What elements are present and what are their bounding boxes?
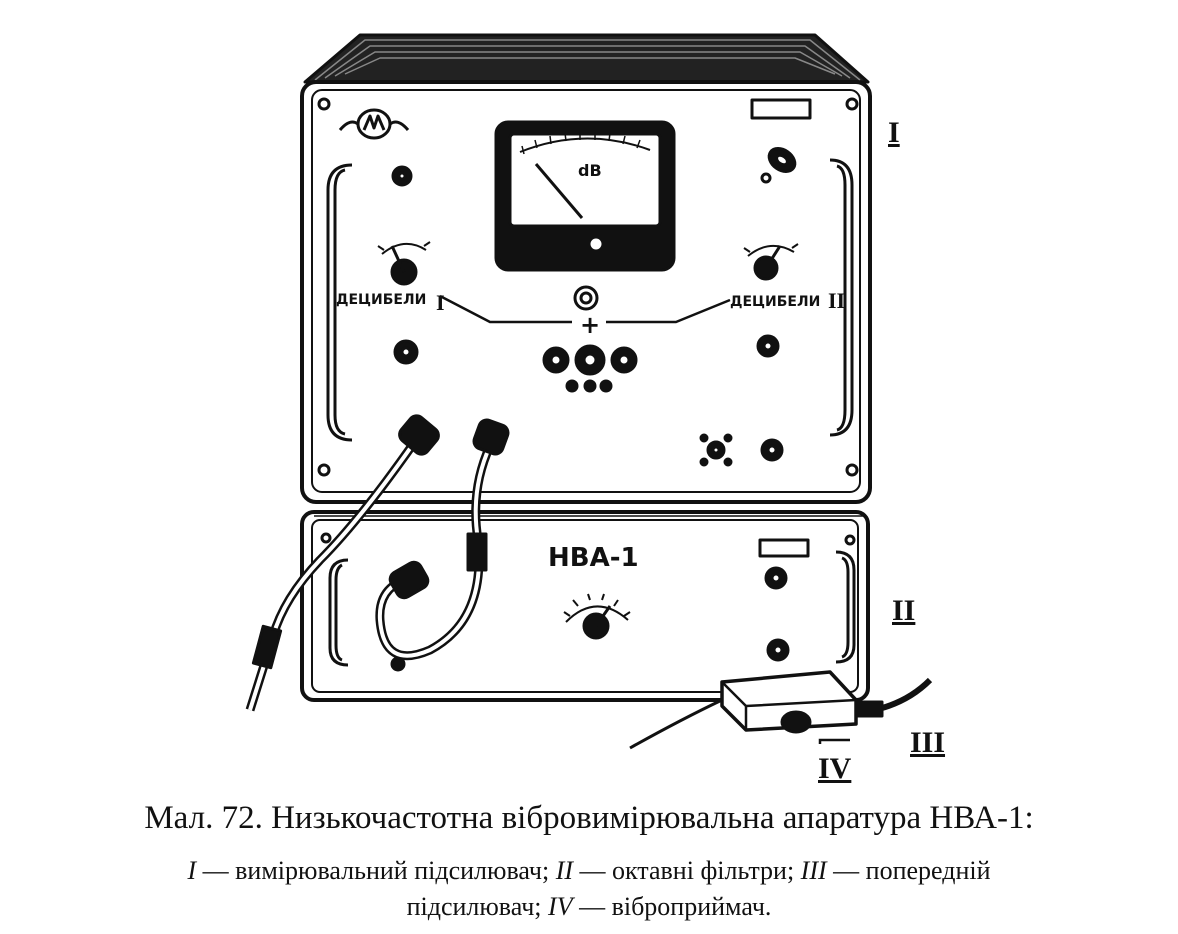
decibel-knob-left-icon: [377, 241, 431, 286]
caption-line-3: підсилювач; IV — віброприймач.: [0, 892, 1178, 922]
line2-text-1: — октавні фільтри;: [573, 856, 801, 885]
filter-frame: [300, 510, 870, 702]
line2-roman-1: II: [555, 856, 574, 885]
pickup-cable-right: [881, 677, 933, 711]
meter-icon: [494, 120, 676, 272]
connection-lines: [439, 294, 731, 324]
tuning-screw-icon: [699, 433, 733, 467]
logo-icon: [338, 108, 410, 140]
left-handle: [326, 163, 353, 442]
pickup-body: [720, 670, 858, 732]
filter-jack-bottom-icon: [766, 638, 790, 662]
cables: [245, 414, 510, 712]
filter-jack-top-icon: [764, 566, 788, 590]
top-left-jack-icon: [391, 165, 413, 187]
line2-roman-0: I: [187, 856, 197, 885]
filter-left-handle: [328, 558, 349, 667]
line3-roman-1: IV: [548, 892, 573, 921]
line2-roman-2: III: [800, 856, 827, 885]
amplifier-unit: [300, 33, 872, 504]
knob-right-mark: II: [828, 288, 845, 313]
mark-IV: IV: [818, 752, 852, 785]
amplifier-frame: [300, 80, 872, 504]
line2-text-2: — попередній: [826, 856, 991, 885]
input-jacks-icon: [542, 344, 638, 393]
left-jack-icon: [393, 339, 419, 365]
filter-selector-knob-icon: [563, 593, 631, 640]
mark-II: II: [892, 594, 915, 627]
vibration-pickup: [629, 670, 933, 750]
caption-title: Мал. 72. Низькочастотна вібровимірювальн…: [144, 800, 1034, 836]
bottom-right-jack-icon: [760, 438, 784, 462]
knob-left-label: ДЕЦИБЕЛИ: [336, 292, 426, 308]
power-switch-icon: [760, 147, 797, 184]
line3-text-1: — віброприймач.: [572, 892, 772, 921]
line2-text-0: — вимірювальний підсилювач;: [196, 856, 556, 885]
label-plate: [750, 98, 812, 120]
pickup-cable-left: [629, 698, 723, 750]
device-model-label: НВА-1: [548, 543, 639, 573]
filter-unit: [300, 510, 870, 702]
right-jack-icon: [756, 334, 780, 358]
knob-left-mark: I: [436, 290, 445, 315]
mark-III: III: [910, 726, 945, 759]
caption-line-2: I — вимірювальний підсилювач; II — октав…: [0, 856, 1178, 886]
right-handle: [829, 158, 854, 437]
filter-right-handle: [835, 550, 856, 664]
decibel-knob-right-icon: [743, 243, 799, 281]
center-jack-icon: [573, 285, 599, 311]
knob-right-label: ДЕЦИБЕЛИ: [730, 294, 820, 310]
mark-I: I: [888, 116, 900, 149]
meter-unit-label: dB: [578, 161, 602, 180]
plus-sign: +: [580, 311, 600, 339]
line3-text-0: підсилювач;: [406, 892, 549, 921]
